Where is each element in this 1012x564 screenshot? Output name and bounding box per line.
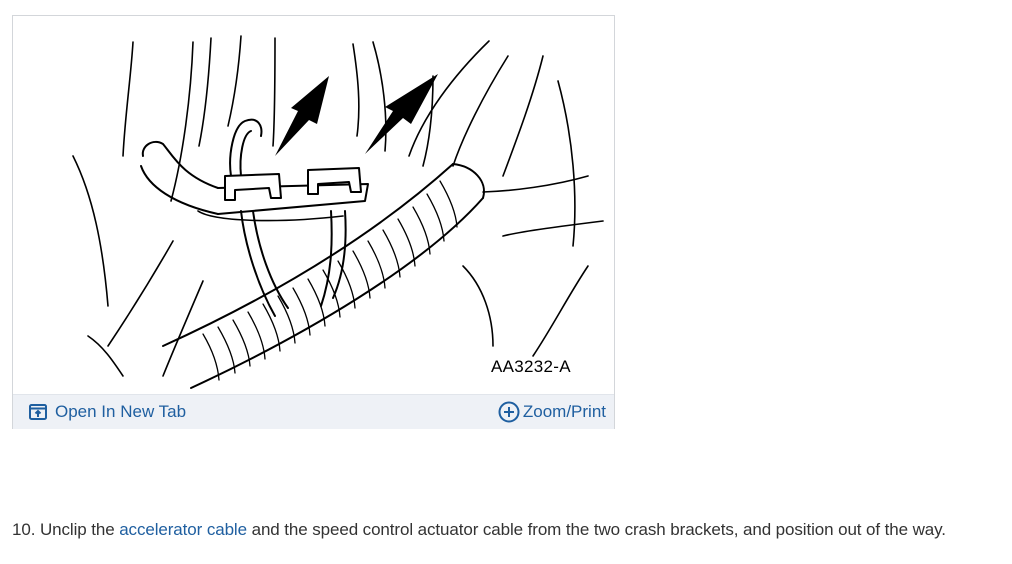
open-in-new-tab-link[interactable]: Open In New Tab <box>27 395 186 429</box>
figure-id-label: AA3232-A <box>491 357 571 376</box>
open-in-new-tab-icon <box>27 401 49 423</box>
accelerator-cable-link[interactable]: accelerator cable <box>119 520 247 539</box>
plus-circle-icon <box>498 401 520 423</box>
step-text-after: and the speed control actuator cable fro… <box>251 520 946 539</box>
figure-toolbar: Open In New Tab Zoom/Print <box>13 394 614 429</box>
step-number: 10. <box>12 520 36 539</box>
zoom-print-link[interactable]: Zoom/Print <box>498 395 606 429</box>
step-text-before: Unclip the <box>39 520 115 539</box>
step-instruction: 10. Unclip the accelerator cable and the… <box>12 520 946 540</box>
figure-card: AA3232-A Open In New Tab Zoom/Print <box>12 15 615 429</box>
open-in-new-tab-label: Open In New Tab <box>55 402 187 421</box>
technical-illustration <box>13 16 614 394</box>
zoom-print-label: Zoom/Print <box>522 402 606 421</box>
